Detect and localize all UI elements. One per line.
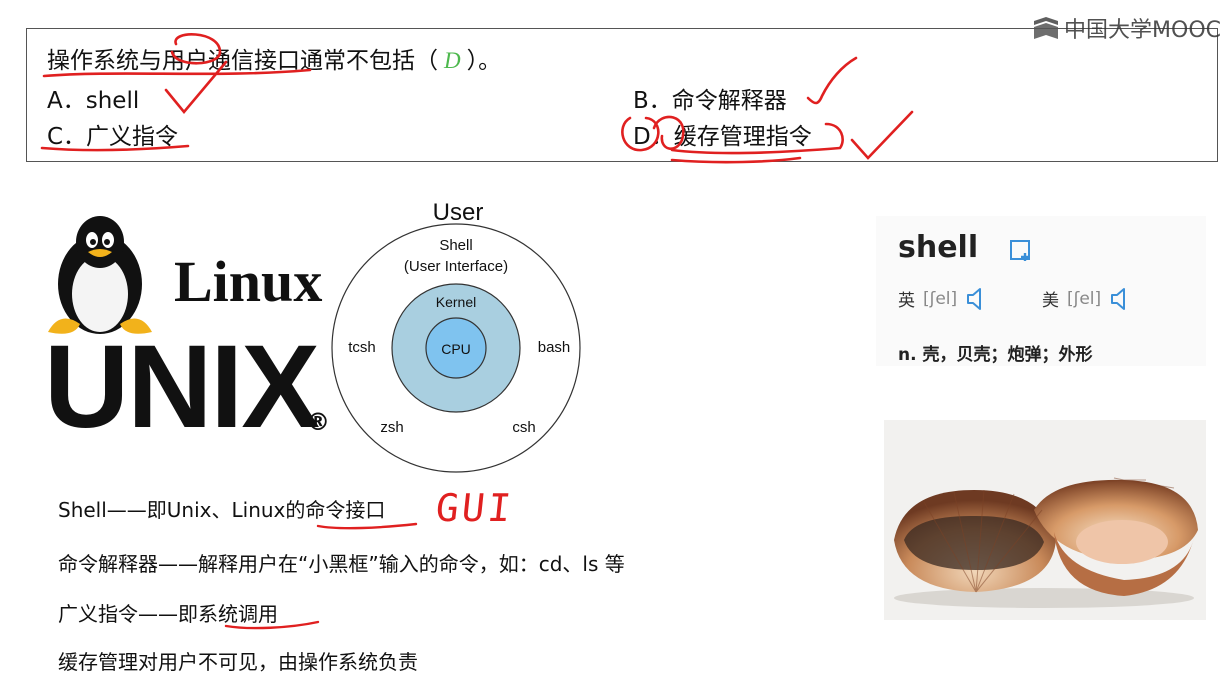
- dictionary-definition: n. 壳，贝壳；炮弹；外形: [898, 345, 1093, 365]
- registered-mark: ®: [306, 408, 330, 436]
- speaker-icon[interactable]: [1109, 287, 1131, 311]
- zsh-label: zsh: [380, 419, 403, 436]
- dictionary-word: shell: [898, 230, 979, 265]
- note-cache-management: 缓存管理对用户不可见，由操作系统负责: [58, 650, 418, 674]
- option-c: C．广义指令: [47, 124, 179, 150]
- user-label: User: [433, 199, 484, 226]
- bash-label: bash: [538, 339, 571, 356]
- scallop-shell-image: [884, 420, 1206, 620]
- tux-penguin-icon: [48, 216, 152, 334]
- tcsh-label: tcsh: [348, 339, 376, 356]
- note-generalized-instructions: 广义指令——即系统调用: [58, 602, 278, 626]
- mooc-watermark-text: 中国大学MOOC: [1064, 18, 1221, 43]
- question-box: 操作系统与用户通信接口通常不包括（D）。 A．shell B．命令解释器 C．广…: [26, 28, 1218, 162]
- option-d: D．缓存管理指令: [633, 124, 812, 150]
- kernel-label: Kernel: [436, 294, 476, 310]
- linux-logo-text: Linux: [174, 249, 323, 314]
- cpu-core: [425, 317, 487, 379]
- mooc-logo-icon: [1034, 17, 1059, 39]
- uk-ipa: [ʃel]: [923, 288, 958, 309]
- handwritten-gui-annotation: GUI: [433, 486, 516, 530]
- csh-label: csh: [512, 419, 535, 436]
- add-to-wordbook-icon[interactable]: [1008, 238, 1034, 264]
- speaker-icon[interactable]: [965, 287, 987, 311]
- option-a: A．shell: [47, 88, 140, 114]
- unix-logo-text: UNIX: [44, 321, 320, 453]
- note-command-interpreter: 命令解释器——解释用户在“小黑框”输入的命令，如：cd、ls 等: [58, 552, 625, 576]
- uk-label: 英: [898, 291, 915, 311]
- dictionary-card: shell 英 [ʃel] 美 [ʃel] n. 壳，贝壳；炮弹；外形: [876, 216, 1206, 366]
- question-text-after: ）。: [466, 48, 502, 74]
- question-text: 操作系统与用户通信接口通常不包括（D）。: [47, 41, 501, 75]
- option-b: B．命令解释器: [633, 88, 787, 114]
- user-interface-label: (User Interface): [404, 258, 508, 275]
- us-ipa: [ʃel]: [1067, 288, 1102, 309]
- shell-label: Shell: [439, 237, 472, 254]
- us-label: 美: [1042, 291, 1059, 311]
- note-shell: Shell——即Unix、Linux的命令接口: [58, 498, 386, 522]
- pronunciation-uk: 英 [ʃel]: [898, 286, 987, 311]
- pronunciation-us: 美 [ʃel]: [1042, 286, 1131, 311]
- mooc-watermark: 中国大学MOOC: [1032, 12, 1221, 44]
- question-text-before: 操作系统与用户通信接口通常不包括（: [47, 48, 438, 74]
- handwritten-answer: D: [444, 48, 461, 73]
- os-layer-diagram: User Shell (User Interface) Kernel CPU t…: [331, 199, 581, 473]
- cpu-label: CPU: [441, 341, 471, 357]
